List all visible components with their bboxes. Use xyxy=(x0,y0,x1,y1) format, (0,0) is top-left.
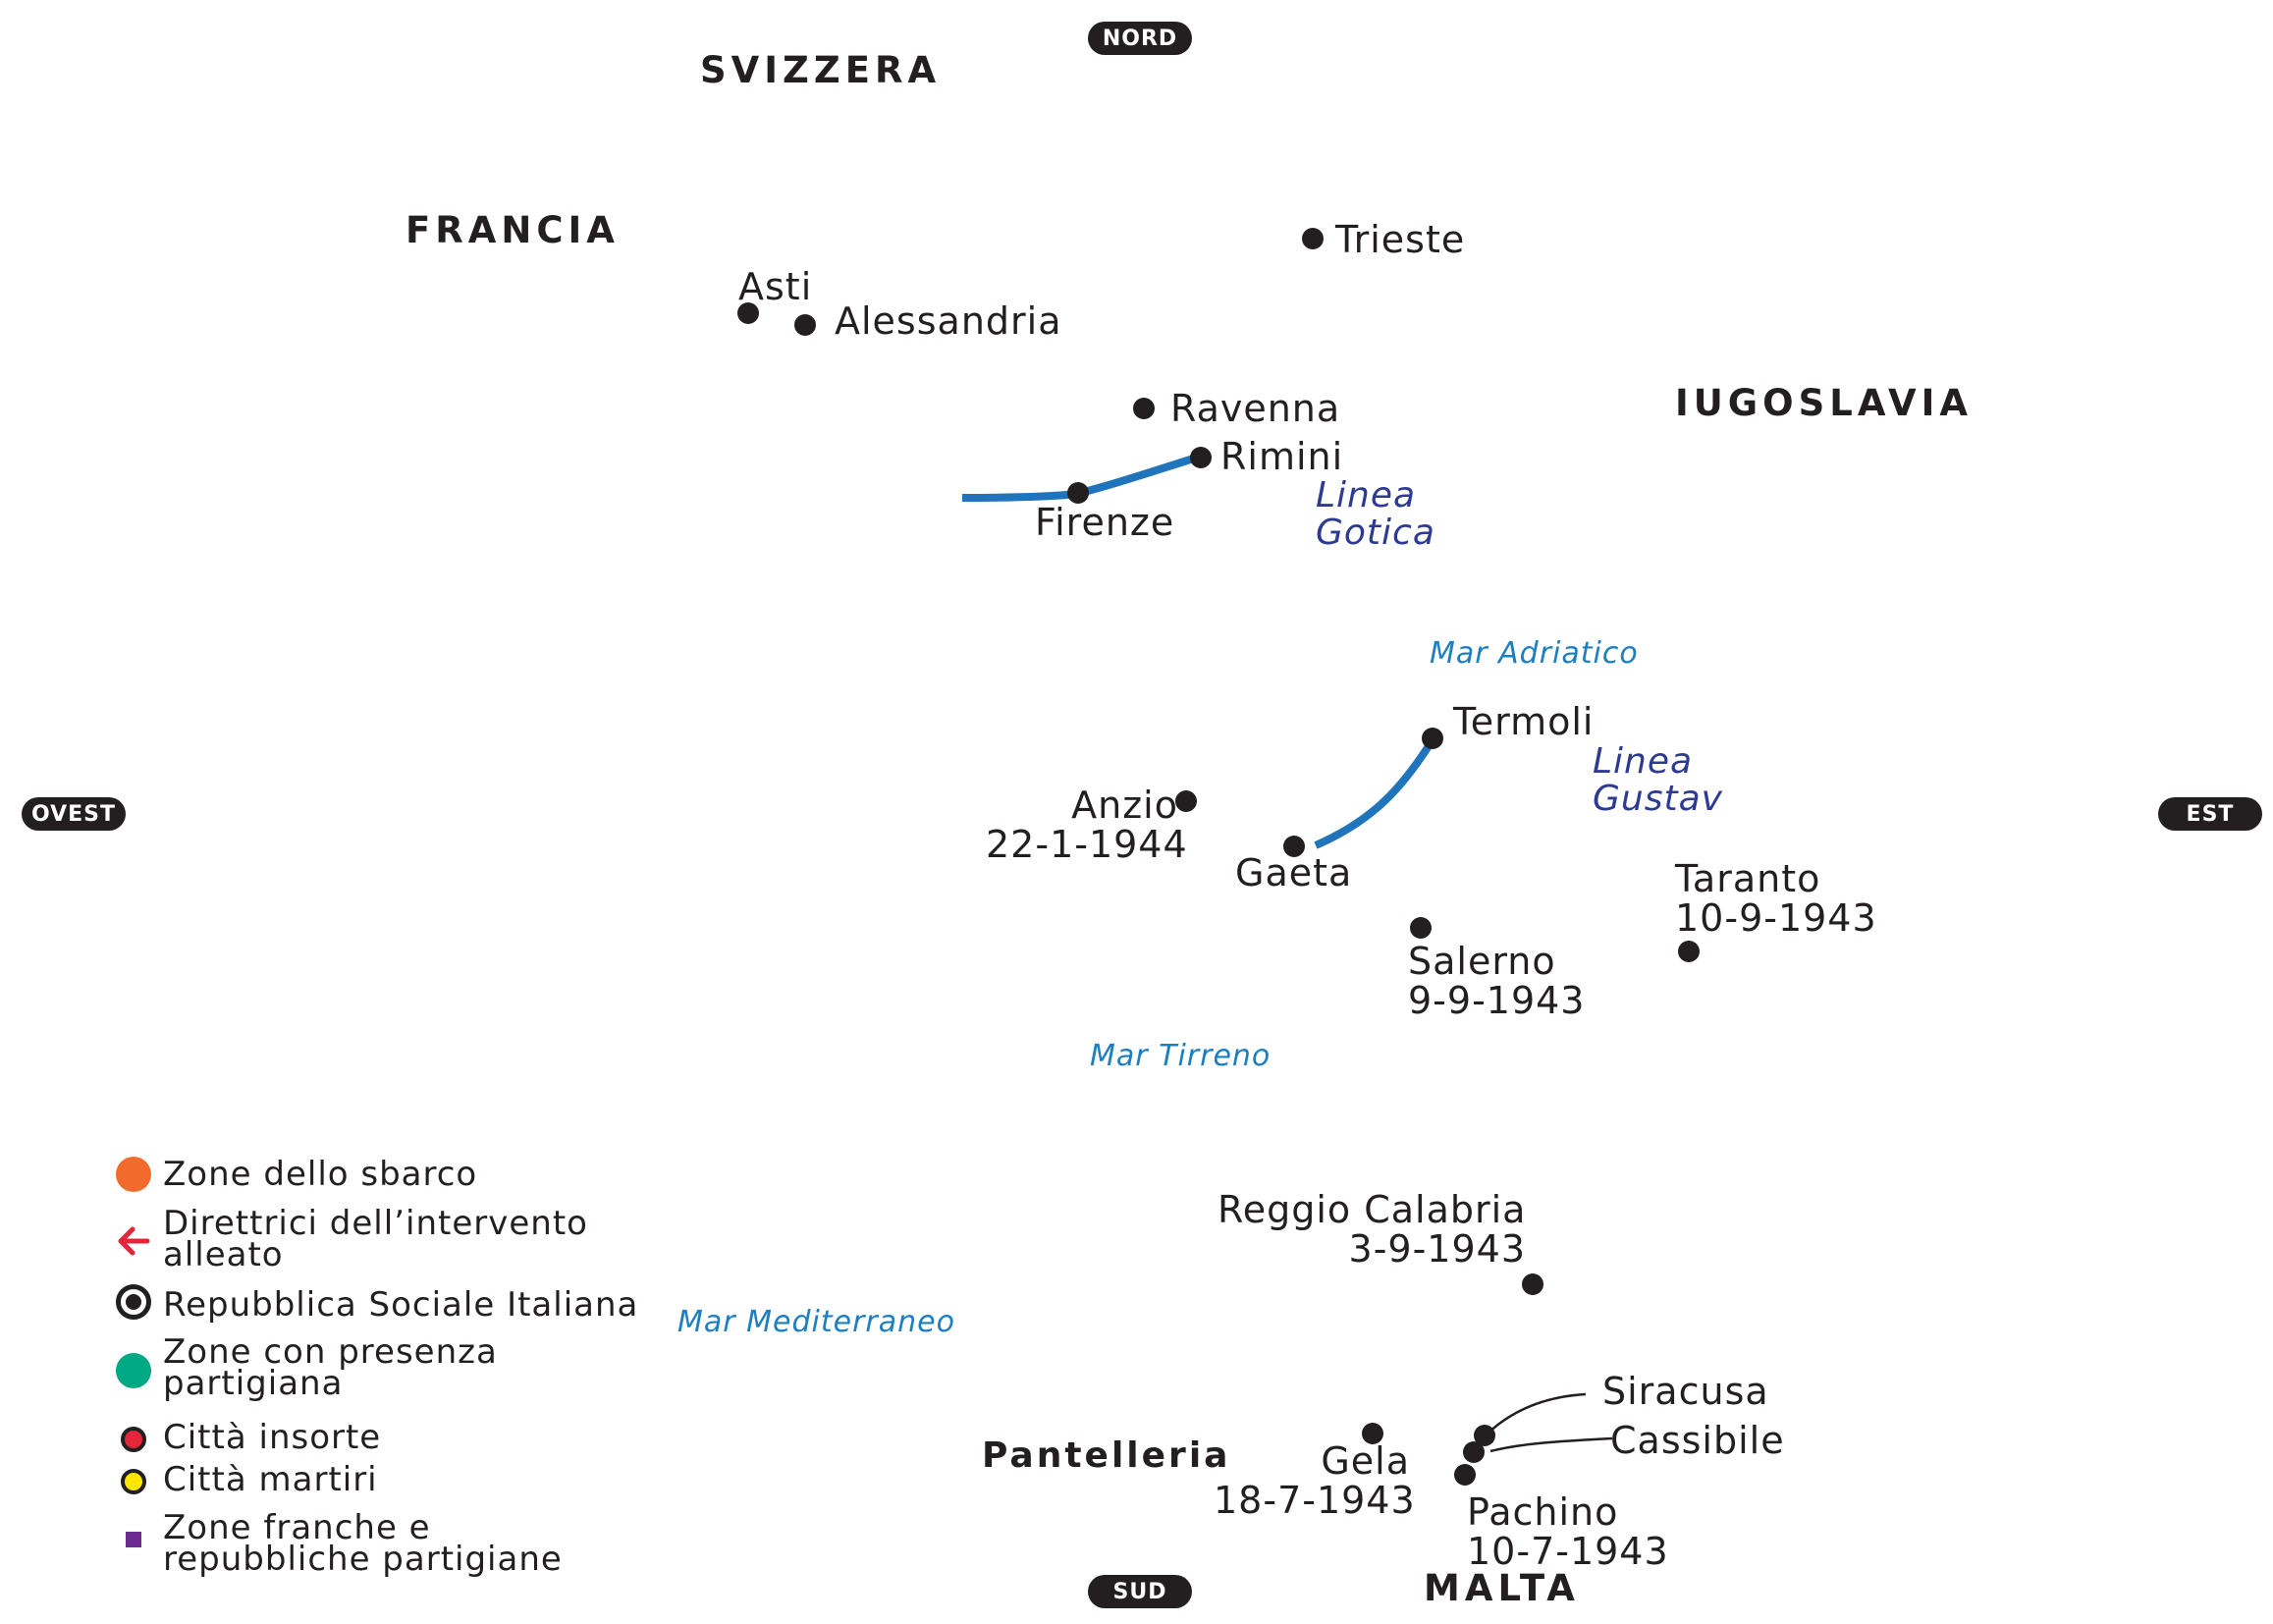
sea-tirreno: Mar Tirreno xyxy=(1090,1039,1272,1073)
city-label-alessandria: Alessandria xyxy=(835,299,1062,343)
compass-west: OVEST xyxy=(22,797,126,831)
city-label-anzio: Anzio 22-1-1944 xyxy=(986,784,1188,866)
legend-ring-circle-icon xyxy=(116,1284,151,1320)
city-marker-rimini xyxy=(1190,447,1212,468)
city-label-siracusa: Siracusa xyxy=(1602,1370,1769,1413)
city-marker-pachino xyxy=(1454,1464,1476,1486)
compass-north: NORD xyxy=(1088,22,1192,55)
sea-adriatico: Mar Adriatico xyxy=(1430,636,1639,671)
legend-item-insorte: Città insorte xyxy=(163,1418,382,1457)
legend-purple-square-icon xyxy=(126,1532,141,1547)
legend-red-dot-icon xyxy=(121,1427,146,1452)
linea-gustav-line xyxy=(1314,735,1437,849)
city-label-taranto: Taranto 10-9-1943 xyxy=(1675,857,1877,940)
city-marker-trieste xyxy=(1302,228,1324,249)
city-marker-reggio-calabria xyxy=(1522,1273,1543,1295)
country-francia: FRANCIA xyxy=(406,209,620,251)
city-marker-anzio xyxy=(1175,790,1197,812)
legend-item-sbarco: Zone dello sbarco xyxy=(163,1155,478,1194)
legend-red-arrow-icon xyxy=(118,1226,150,1256)
city-marker-termoli xyxy=(1422,728,1443,749)
city-label-trieste: Trieste xyxy=(1335,218,1466,261)
city-marker-ravenna xyxy=(1133,398,1155,419)
country-svizzera: SVIZZERA xyxy=(700,49,942,91)
label-linea-gustav: Linea Gustav xyxy=(1593,741,1723,819)
legend-green-circle-icon xyxy=(116,1353,151,1388)
legend-item-partigiana: Zone con presenza partigiana xyxy=(163,1332,498,1403)
city-marker-alessandria xyxy=(794,314,816,336)
island-pantelleria: Pantelleria xyxy=(982,1435,1231,1476)
legend: Zone dello sbarco Direttrici dell’interv… xyxy=(108,1147,658,1589)
compass-south: SUD xyxy=(1088,1575,1192,1608)
city-label-reggio-calabria: Reggio Calabria 3-9-1943 xyxy=(1218,1188,1527,1271)
city-label-ravenna: Ravenna xyxy=(1170,387,1341,430)
country-malta: MALTA xyxy=(1424,1567,1580,1609)
city-marker-siracusa xyxy=(1474,1425,1495,1446)
legend-orange-circle-icon xyxy=(116,1157,151,1192)
city-label-gela: Gela 18-7-1943 xyxy=(1214,1439,1416,1522)
city-label-asti: Asti xyxy=(738,265,813,308)
city-marker-gaeta xyxy=(1283,836,1305,857)
siracusa-leader-line xyxy=(1487,1392,1587,1435)
city-label-gaeta: Gaeta xyxy=(1235,851,1353,894)
city-label-termoli: Termoli xyxy=(1453,700,1595,743)
legend-yellow-dot-icon xyxy=(121,1469,146,1494)
country-iugoslavia: IUGOSLAVIA xyxy=(1675,382,1974,424)
legend-item-martiri: Città martiri xyxy=(163,1460,378,1499)
legend-item-direttrici: Direttrici dell’intervento alleato xyxy=(163,1204,588,1274)
city-label-pachino: Pachino 10-7-1943 xyxy=(1467,1490,1669,1573)
city-label-rimini: Rimini xyxy=(1220,435,1344,478)
city-marker-gela xyxy=(1362,1423,1383,1444)
cassibile-leader-line xyxy=(1489,1436,1613,1453)
city-marker-cassibile xyxy=(1463,1441,1485,1463)
city-label-salerno: Salerno 9-9-1943 xyxy=(1408,940,1586,1022)
legend-item-rsi: Repubblica Sociale Italiana xyxy=(163,1285,639,1325)
label-linea-gotica: Linea Gotica xyxy=(1316,475,1435,553)
city-label-cassibile: Cassibile xyxy=(1610,1419,1785,1462)
city-marker-firenze xyxy=(1067,482,1089,504)
city-label-firenze: Firenze xyxy=(1035,501,1175,544)
city-marker-asti xyxy=(737,302,759,324)
legend-item-zone-franche: Zone franche e repubbliche partigiane xyxy=(163,1508,563,1579)
sea-mediterraneo: Mar Mediterraneo xyxy=(677,1305,955,1339)
city-marker-salerno xyxy=(1410,917,1432,939)
compass-east: EST xyxy=(2158,797,2262,831)
city-marker-taranto xyxy=(1678,941,1700,962)
